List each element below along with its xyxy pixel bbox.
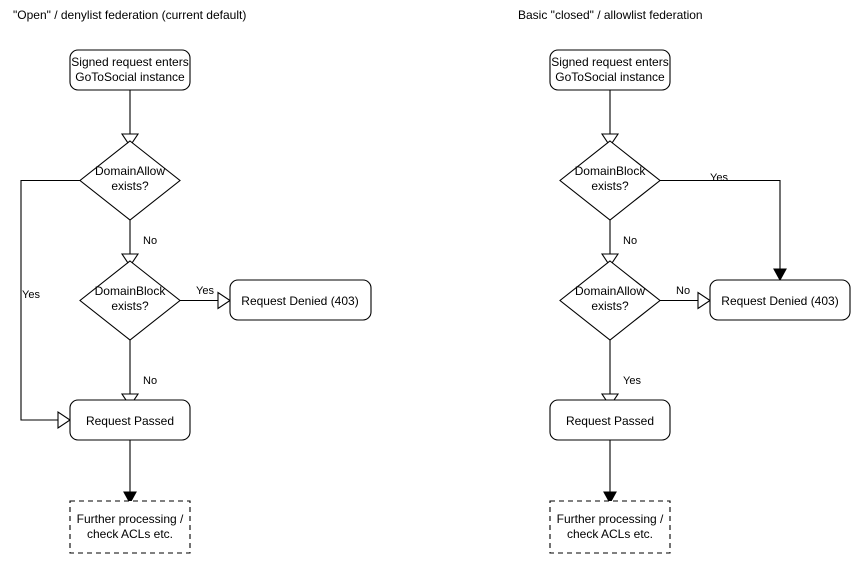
node-request-passed-left[interactable]: Request Passed [69,399,191,441]
edge-domainblock-no-right: No [600,220,637,267]
diagram-closed-allowlist: Basic "closed" / allowlist federation Si… [518,8,851,554]
node-further-processing-right[interactable]: Further processing / check ACLs etc. [549,500,671,554]
request-passed-label-right: Request Passed [566,414,654,428]
request-denied-label-left: Request Denied (403) [241,294,358,308]
entry-label-line1-left: Signed request enters [71,55,188,69]
node-request-denied-right[interactable]: Request Denied (403) [709,279,851,321]
domainblock-label-line1-left: DomainBlock [95,284,167,298]
further-processing-label-line2-left: check ACLs etc. [87,527,173,541]
domainallow-label-line1-left: DomainAllow [95,164,165,178]
node-decision-domainallow-left[interactable]: DomainAllow exists? [79,140,181,221]
domainallow-label-line2-left: exists? [111,179,149,193]
edge-domainblock-yes-right: Yes [660,172,787,282]
node-request-passed-right[interactable]: Request Passed [549,399,671,441]
entry-label-line2-left: GoToSocial instance [75,70,185,84]
further-processing-box-shape-left [69,500,191,554]
edge-domainblock-no-left: No [120,340,157,407]
node-request-denied-left[interactable]: Request Denied (403) [229,279,372,321]
edge-label-domainblock-yes-right: Yes [710,172,728,184]
domainblock-label-line2-left: exists? [111,299,149,313]
edge-domainblock-yes-left: Yes [180,285,231,310]
domainallow-label-line1-right: DomainAllow [575,284,645,298]
domainblock-label-line2-right: exists? [591,179,629,193]
edge-label-domainallow-yes-left: Yes [22,289,40,301]
request-denied-label-right: Request Denied (403) [721,294,838,308]
request-denied-box-shape-right [709,279,851,321]
edge-entry-to-domainblock-right [600,90,620,147]
further-processing-box-shape-right [549,500,671,554]
edge-domainallow-no-left: No [120,220,157,267]
entry-label-line1-right: Signed request enters [551,55,668,69]
edge-label-domainblock-yes-left: Yes [196,285,214,297]
domainblock-label-line1-right: DomainBlock [575,164,647,178]
edge-label-domainblock-no-right: No [623,235,637,247]
node-further-processing-left[interactable]: Further processing / check ACLs etc. [69,500,191,554]
further-processing-label-line1-right: Further processing / [557,512,664,526]
edge-label-domainblock-no-left: No [143,375,157,387]
further-processing-label-line2-right: check ACLs etc. [567,527,653,541]
edge-passed-to-further-right [603,440,617,505]
request-passed-label-left: Request Passed [86,414,174,428]
node-decision-domainblock-left[interactable]: DomainBlock exists? [79,260,181,341]
edge-domainallow-yes-left: Yes [20,179,80,430]
further-processing-label-line1-left: Further processing / [77,512,184,526]
node-entry-right[interactable]: Signed request enters GoToSocial instanc… [549,49,671,91]
node-decision-domainallow-right[interactable]: DomainAllow exists? [559,260,661,341]
edge-entry-to-domainallow-left [120,90,140,147]
edge-domainallow-no-right: No [660,285,711,310]
edge-label-domainallow-no-right: No [676,285,690,297]
domainallow-label-line2-right: exists? [591,299,629,313]
edge-label-domainallow-no-left: No [143,235,157,247]
edge-passed-to-further-left [123,440,137,505]
node-decision-domainblock-right[interactable]: DomainBlock exists? [559,140,661,221]
node-entry-left[interactable]: Signed request enters GoToSocial instanc… [69,49,191,91]
diagram-title-open-denylist: "Open" / denylist federation (current de… [13,8,246,22]
request-denied-box-shape-left [229,279,372,321]
entry-label-line2-right: GoToSocial instance [555,70,665,84]
edge-domainallow-yes-right: Yes [600,340,641,407]
edge-label-domainallow-yes-right: Yes [623,375,641,387]
diagram-open-denylist: "Open" / denylist federation (current de… [13,8,372,554]
diagram-title-closed-allowlist: Basic "closed" / allowlist federation [518,8,703,22]
